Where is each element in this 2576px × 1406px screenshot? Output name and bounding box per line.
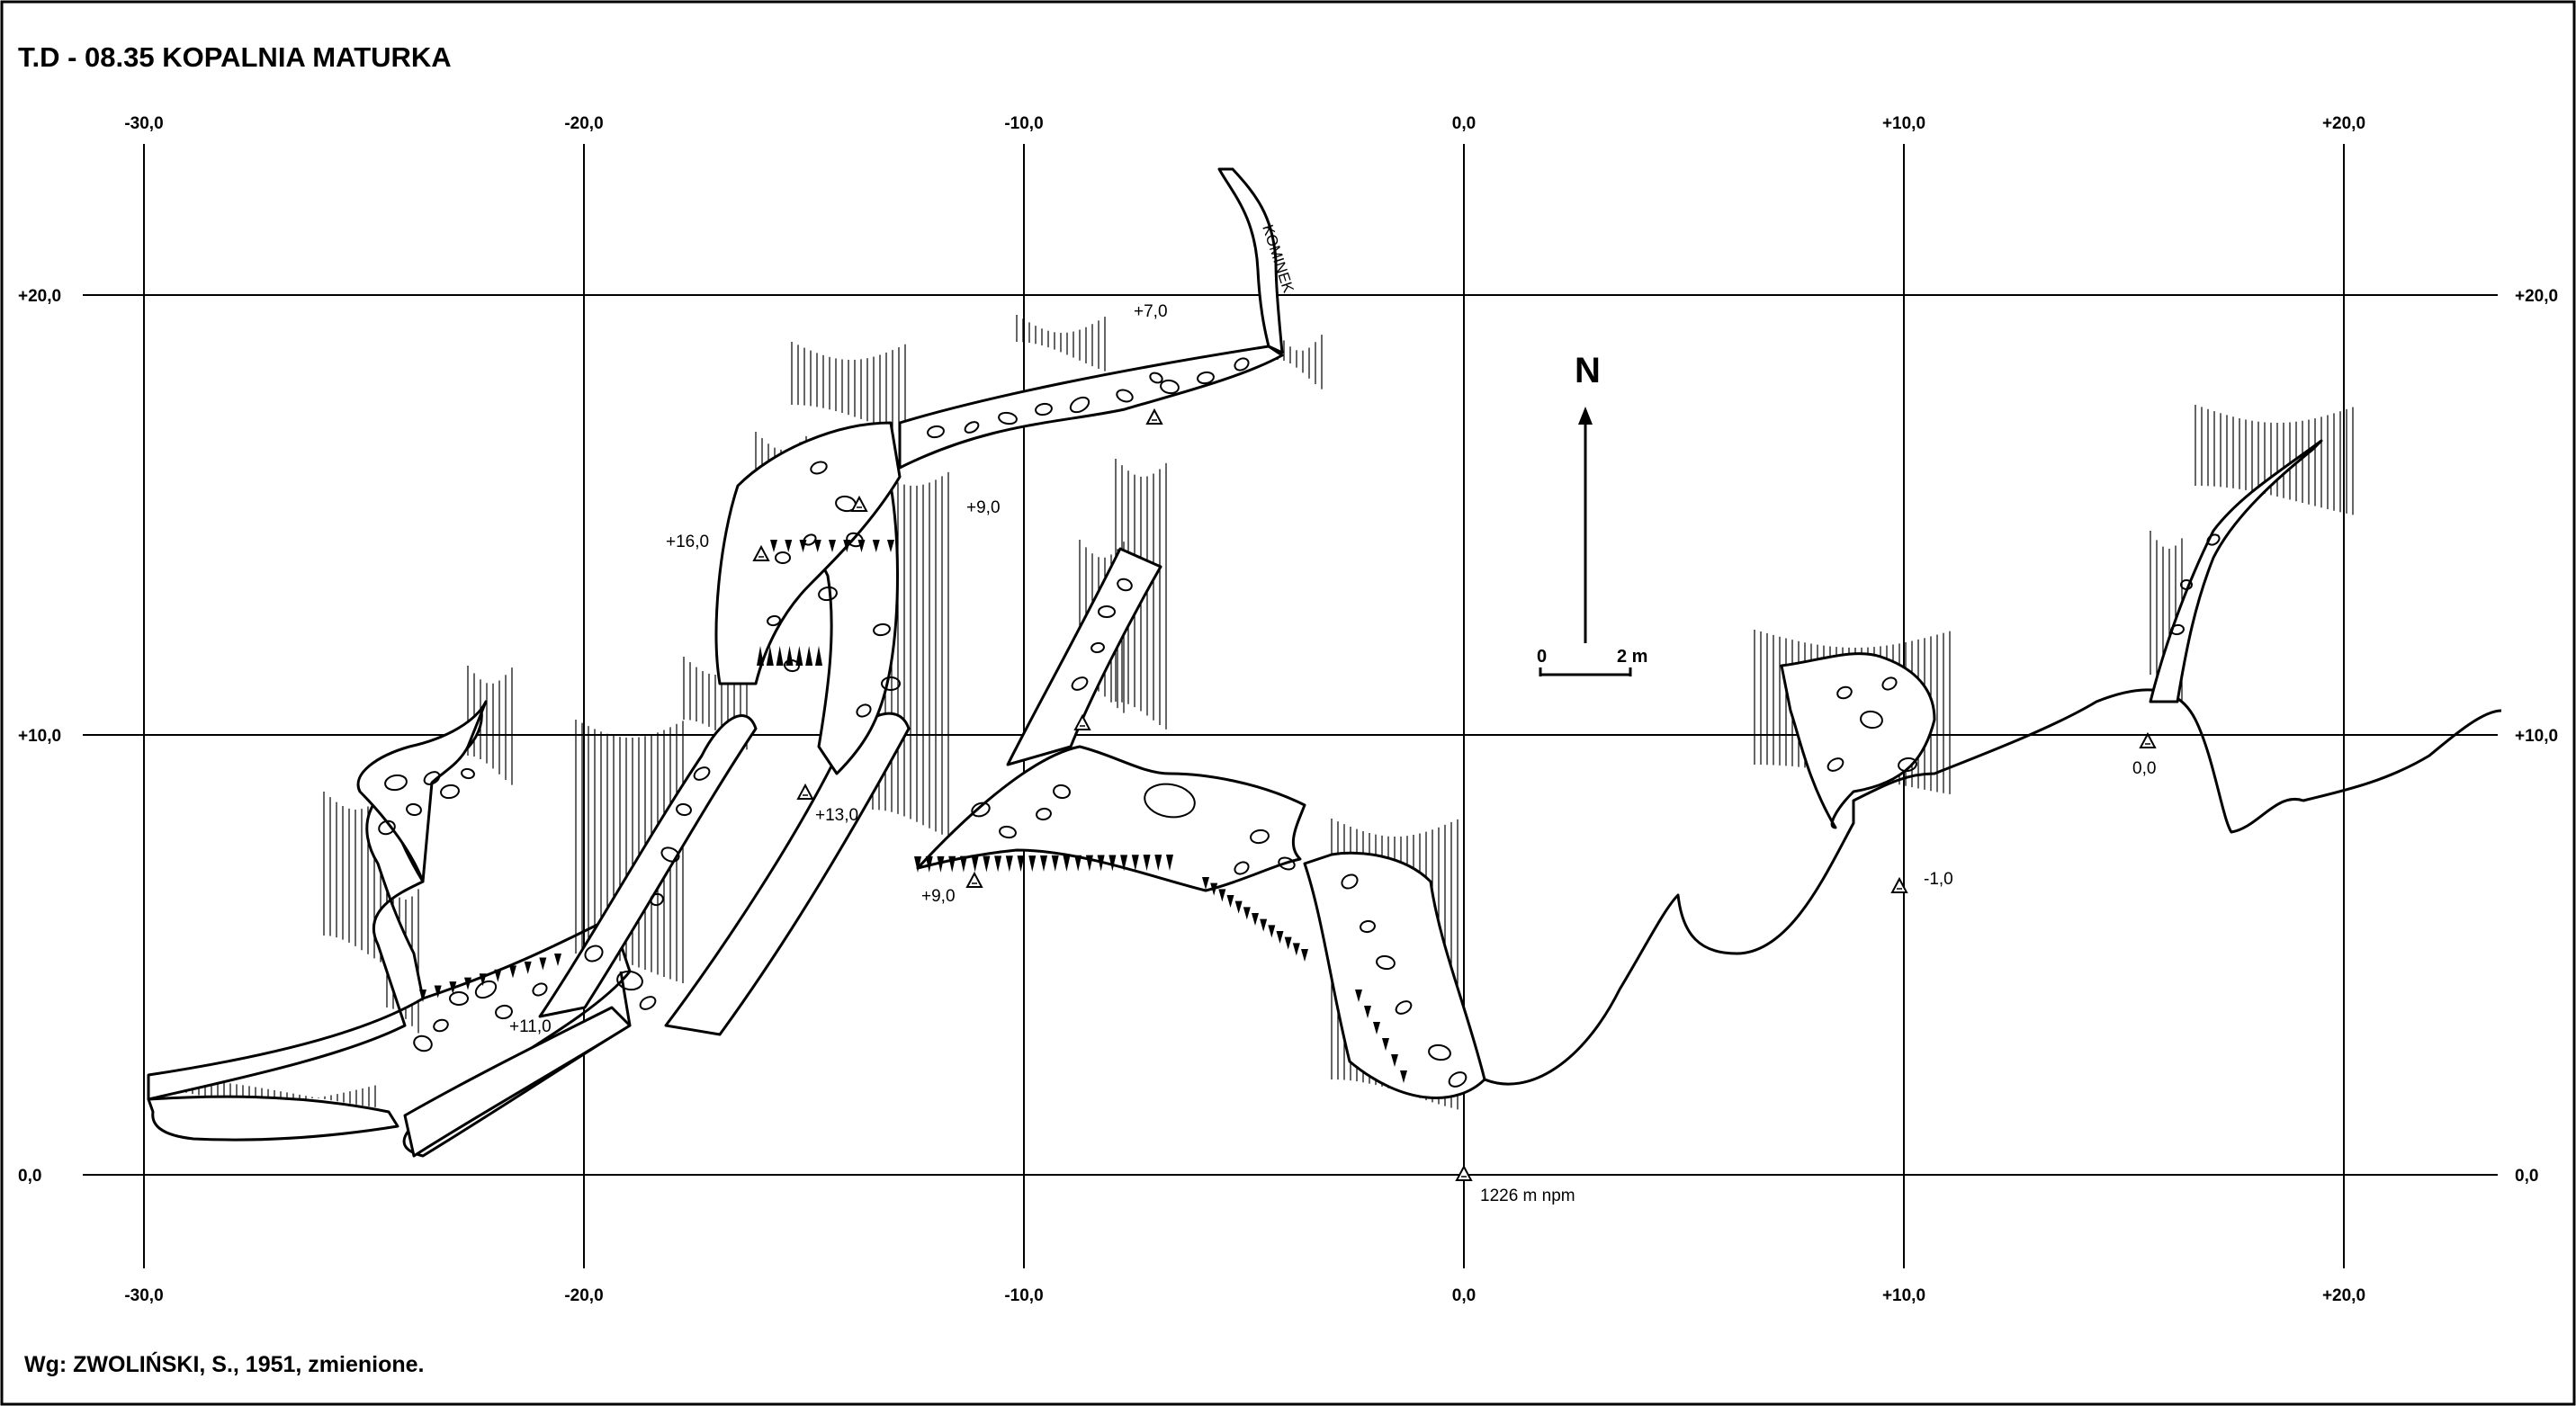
kominek-shaft — [1217, 167, 1284, 354]
elevation-16: +16,0 — [666, 533, 709, 551]
x-tick-label-bottom: +10,0 — [1882, 1286, 1925, 1305]
survey-stations — [752, 407, 2157, 1181]
x-tick-label-top: -30,0 — [124, 114, 163, 133]
x-tick-label-bottom: +20,0 — [2322, 1286, 2365, 1305]
scale-bar: 0 2 m — [1537, 647, 1647, 676]
map-title: T.D - 08.35 KOPALNIA MATURKA — [18, 41, 452, 73]
east-chamber — [1780, 652, 1936, 829]
north-label: N — [1575, 351, 1601, 390]
west-floor-passage — [147, 1095, 399, 1142]
y-tick-label-left: +10,0 — [18, 727, 61, 746]
y-tick-label-left: 0,0 — [18, 1167, 41, 1186]
north-arrow: N — [1575, 351, 1601, 643]
x-tick-label-top: -10,0 — [1004, 114, 1043, 133]
x-tick-label-bottom: -10,0 — [1004, 1286, 1043, 1305]
x-tick-label-top: +10,0 — [1882, 114, 1925, 133]
x-tick-label-bottom: 0,0 — [1452, 1286, 1476, 1305]
y-tick-label-right: +20,0 — [2515, 287, 2558, 306]
x-tick-label-top: -20,0 — [564, 114, 603, 133]
x-tick-label-bottom: -30,0 — [124, 1286, 163, 1305]
elevation-9-lower: +9,0 — [921, 887, 956, 906]
elevation-13: +13,0 — [815, 806, 858, 825]
elevation-minus1: -1,0 — [1924, 870, 1953, 889]
north-arm-central — [1006, 547, 1162, 766]
east-passage-line — [1484, 688, 2502, 1086]
y-tick-label-left: +20,0 — [18, 287, 61, 306]
upper-gallery — [898, 345, 1284, 470]
elevation-9-upper: +9,0 — [966, 498, 1001, 517]
x-tick-label-top: 0,0 — [1452, 114, 1476, 133]
source-note: Wg: ZWOLIŃSKI, S., 1951, zmienione. — [24, 1351, 425, 1377]
scale-end: 2 m — [1617, 647, 1647, 667]
diagonal-passage-mid — [664, 712, 911, 1036]
x-tick-label-top: +20,0 — [2322, 114, 2365, 133]
step-marks — [419, 540, 1407, 1083]
west-arm — [356, 700, 488, 883]
boulder-symbols — [378, 357, 2221, 1088]
east-shaft — [2149, 439, 2323, 703]
scale-start: 0 — [1537, 647, 1547, 667]
elevation-7: +7,0 — [1134, 302, 1168, 321]
y-tick-label-right: +10,0 — [2515, 727, 2558, 746]
east-hook-passage — [1303, 851, 1486, 1099]
x-tick-label-bottom: -20,0 — [564, 1286, 603, 1305]
elevation-11: +11,0 — [509, 1017, 552, 1036]
y-tick-label-right: 0,0 — [2515, 1167, 2538, 1186]
elevation-0-east: 0,0 — [2132, 759, 2156, 778]
central-lower-chamber — [916, 745, 1306, 892]
entrance-elevation: 1226 m npm — [1480, 1187, 1575, 1205]
south-tongue — [403, 1006, 632, 1158]
upper-chamber — [714, 421, 902, 685]
cave-outline — [147, 167, 2502, 1158]
